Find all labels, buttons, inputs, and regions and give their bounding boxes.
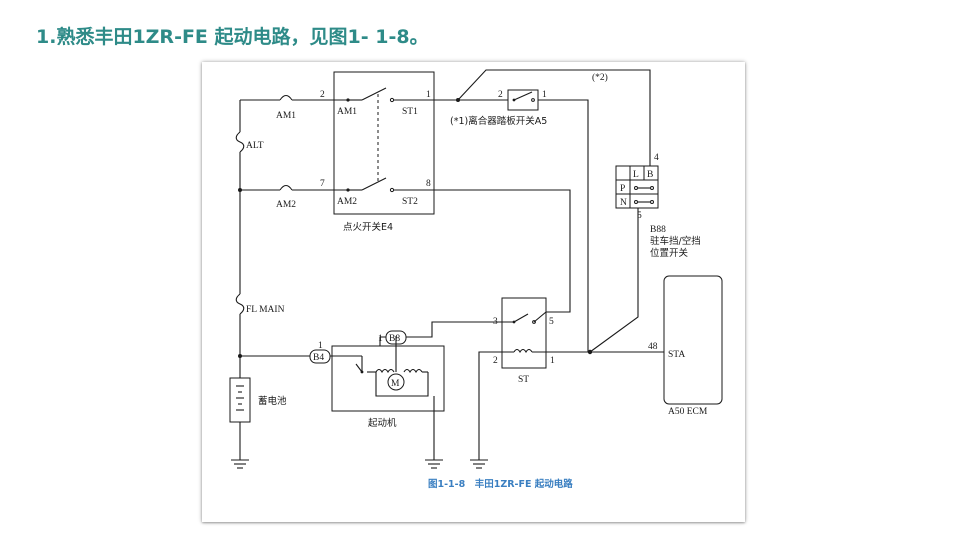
relay-pin-3: 3 [493, 317, 498, 327]
pin-7-label: 7 [320, 179, 325, 189]
ecm-label: A50 ECM [668, 407, 708, 417]
alt-fuse: ALT [235, 131, 264, 153]
ignition-switch-label: 点火开关E4 [343, 221, 393, 233]
relay-pin-5: 5 [549, 317, 554, 327]
slide-title: 1.熟悉丰田1ZR-FE 起动电路，见图1- 1-8。 [36, 26, 429, 48]
battery: 蓄电池 [229, 377, 287, 469]
clutch-pin-2: 2 [498, 90, 503, 100]
st1-line: 1 (*2) [426, 69, 651, 157]
st2-line: 8 [426, 179, 571, 313]
pns-pin-5: 5 [637, 211, 642, 221]
pns-name-line2: 位置开关 [650, 247, 689, 259]
cell-b: B [647, 170, 653, 180]
starting-circuit-diagram: ALT FL MAIN AM1 2 AM2 7 AM1 ST1 A [229, 69, 723, 490]
st-relay-label: ST [518, 375, 529, 385]
note-star2: (*2) [592, 72, 608, 83]
ecm-terminal-sta: STA [668, 350, 685, 360]
pin-1-label: 1 [426, 90, 431, 100]
figure-caption: 图1-1-8 丰田1ZR-FE 起动电路 [428, 478, 573, 490]
terminal-st2: ST2 [402, 197, 418, 207]
fl-main-fuse-label: FL MAIN [246, 305, 285, 315]
b4-pin-1: 1 [318, 341, 323, 351]
starter-label: 起动机 [368, 417, 397, 429]
main-power-bus [238, 100, 242, 378]
terminal-am2: AM2 [337, 197, 357, 207]
ignition-switch: AM1 ST1 AM2 ST2 点火开关E4 [333, 71, 435, 233]
pns-name-line1: 驻车挡/空挡 [650, 235, 701, 247]
clutch-pedal-switch: 2 1 (*1)离合器踏板开关A5 [450, 89, 547, 127]
ecm-a50: 48 STA A50 ECM [648, 275, 723, 417]
pns-code: B88 [650, 225, 666, 235]
st-relay: 3 5 2 1 ST [482, 297, 590, 385]
battery-label: 蓄电池 [258, 395, 287, 407]
pns-pin-4: 4 [654, 153, 659, 163]
park-neutral-switch: L B P N 4 5 B88 驻车挡/空挡 位置开关 [615, 153, 701, 259]
terminal-st1: ST1 [402, 107, 418, 117]
clutch-to-relay-wire [538, 99, 589, 352]
motor-m: M [391, 379, 400, 389]
cell-l: L [633, 170, 639, 180]
relay-pin-2: 2 [493, 356, 498, 366]
fl-main-fuse: FL MAIN [235, 293, 285, 315]
connector-b4: B4 [313, 353, 324, 363]
am2-fuse-label: AM2 [276, 200, 296, 210]
relay-ground [470, 351, 488, 469]
cell-n: N [620, 198, 627, 208]
pin-8-label: 8 [426, 179, 431, 189]
clutch-pin-1: 1 [542, 90, 547, 100]
cell-p: P [620, 184, 625, 194]
starter: B4 1 M B8 1 起动机 [240, 321, 482, 469]
clutch-switch-label: (*1)离合器踏板开关A5 [450, 115, 547, 127]
terminal-am1: AM1 [337, 107, 357, 117]
relay-pin-1: 1 [550, 356, 555, 366]
alt-fuse-label: ALT [246, 141, 264, 151]
am1-line: AM1 2 [240, 90, 348, 121]
pin-2-label: 2 [320, 90, 325, 100]
am2-line: AM2 7 [240, 179, 348, 210]
ecm-pin-48: 48 [648, 342, 658, 352]
am1-fuse-label: AM1 [276, 111, 296, 121]
pns-to-junction-wire [589, 208, 639, 353]
connector-b8: B8 [389, 334, 400, 344]
circuit-figure: ALT FL MAIN AM1 2 AM2 7 AM1 ST1 A [202, 62, 745, 522]
